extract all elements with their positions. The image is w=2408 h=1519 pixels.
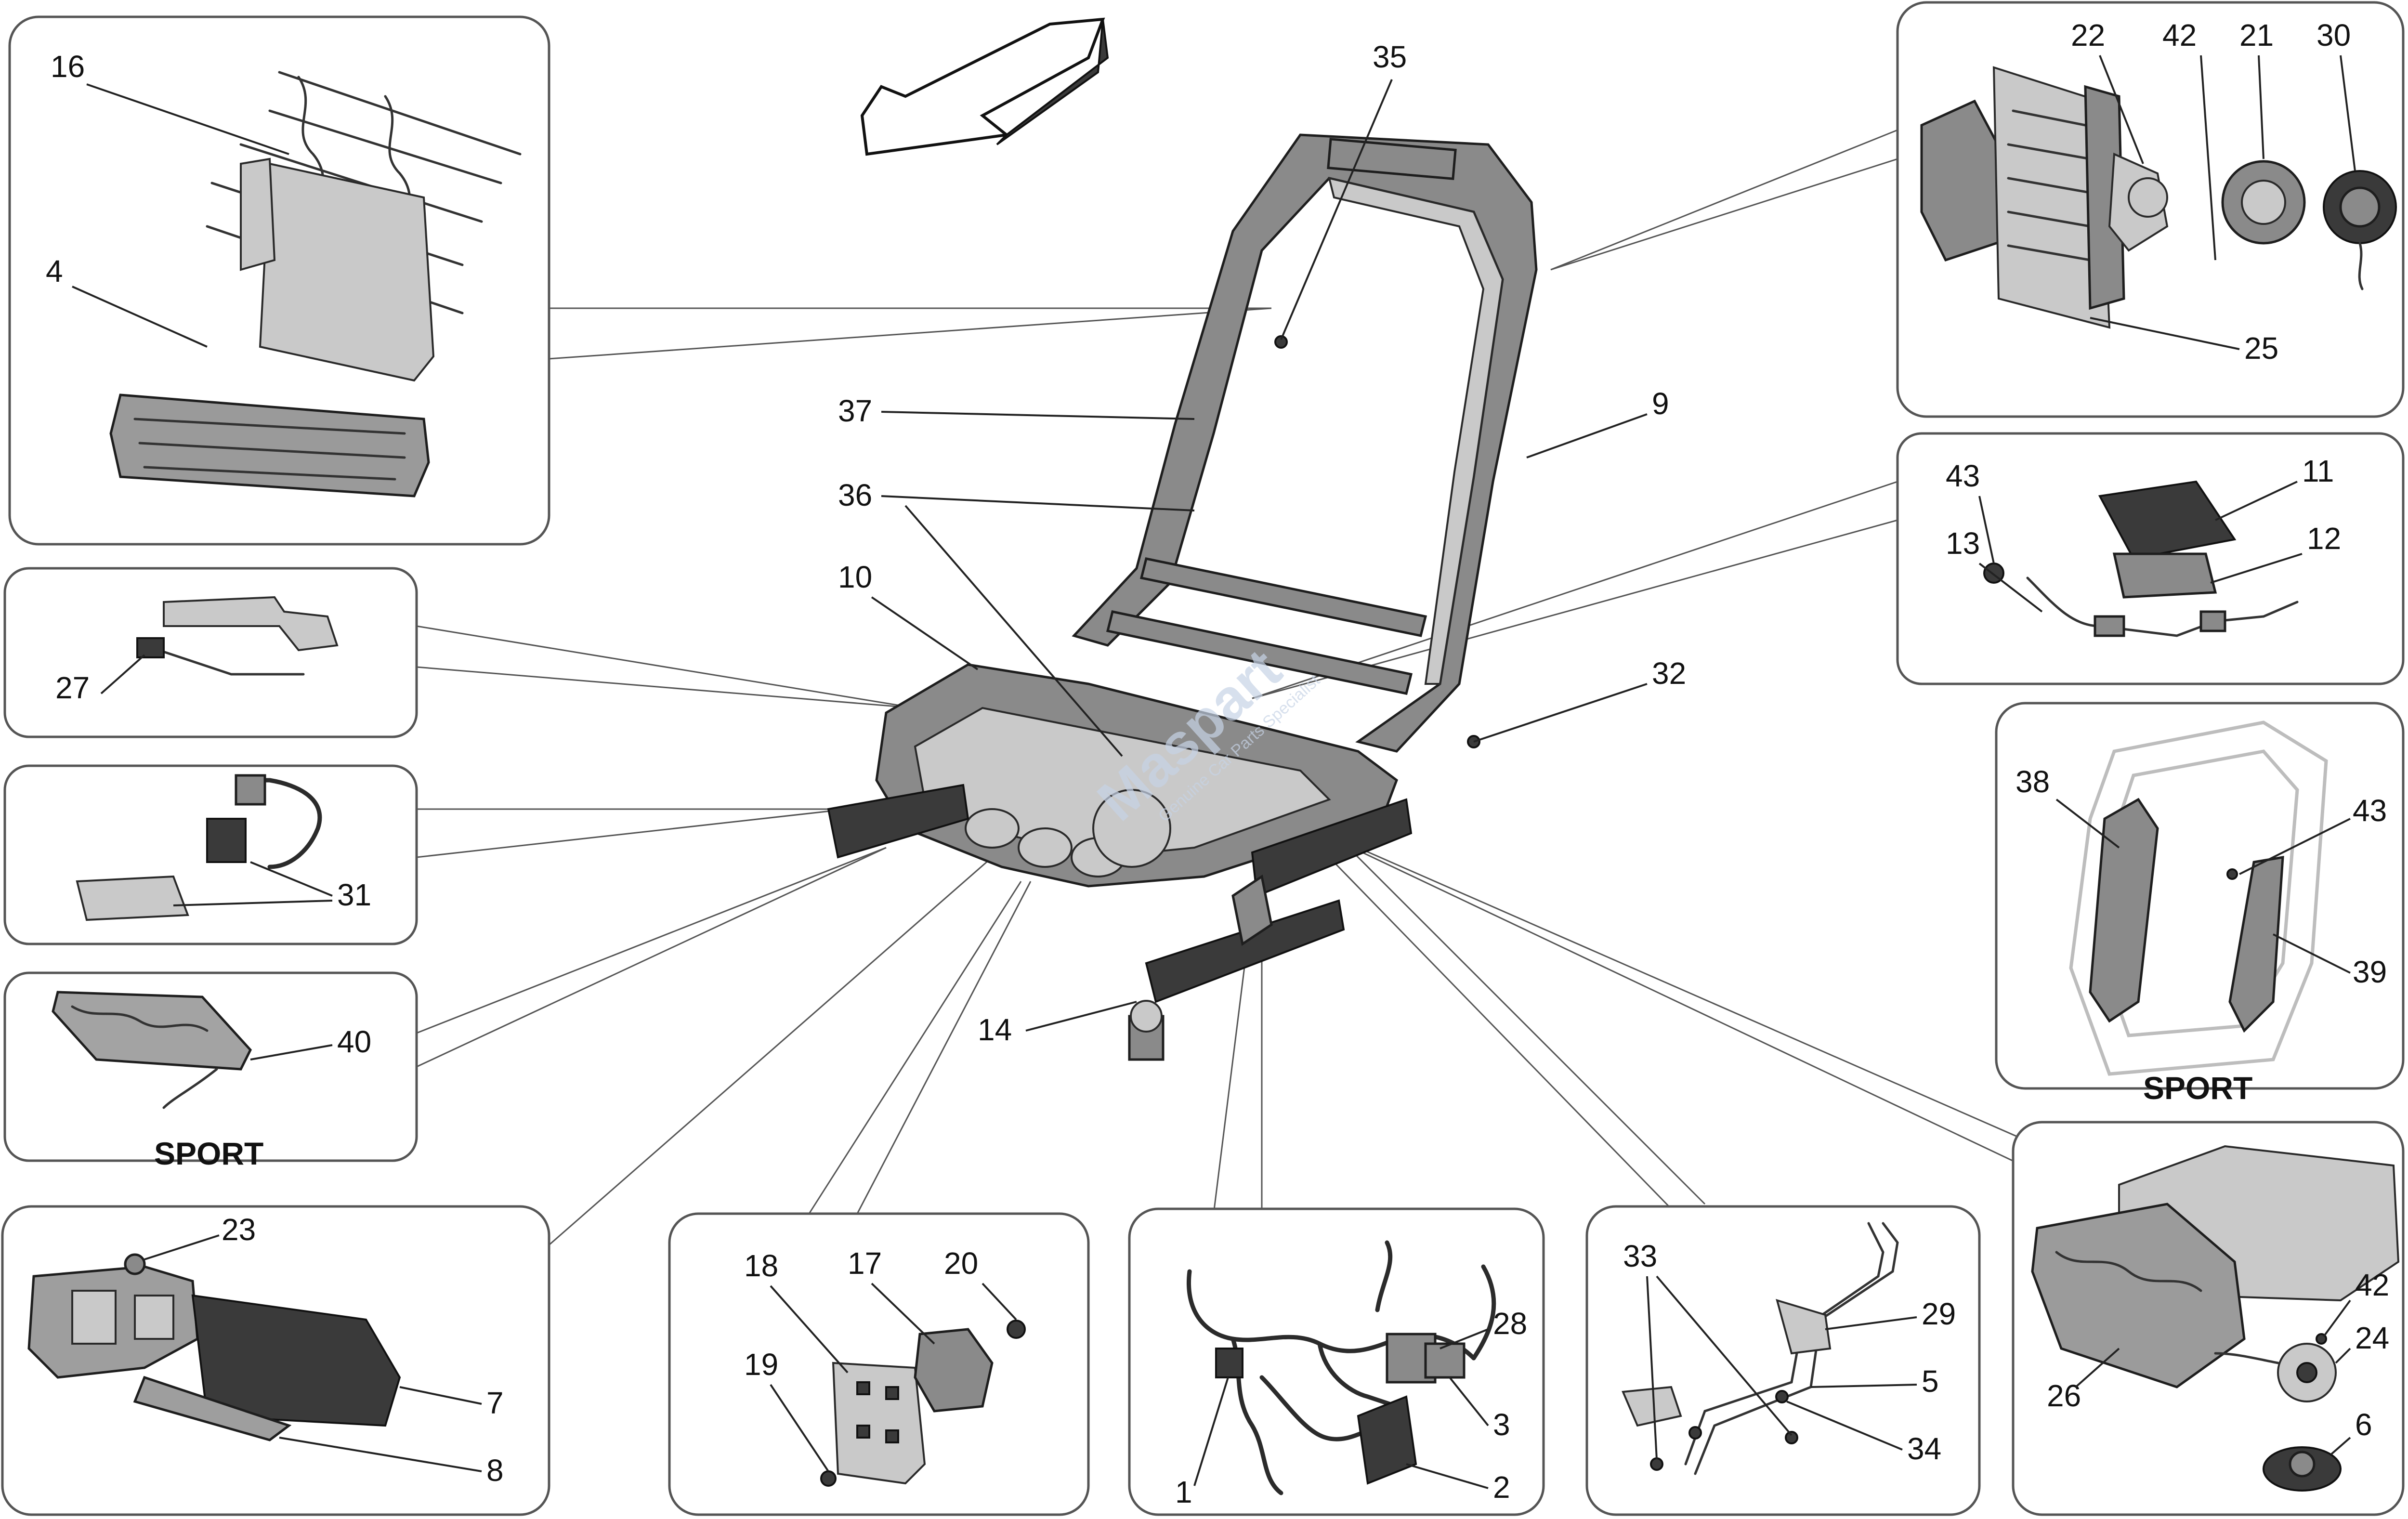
label-31: 31 — [337, 877, 371, 912]
label-12: 12 — [2307, 521, 2341, 556]
label-18: 18 — [744, 1248, 778, 1283]
label-26: 26 — [2047, 1378, 2081, 1413]
label-2: 2 — [1493, 1470, 1510, 1505]
label-8: 8 — [486, 1453, 504, 1488]
panel-seat-heater-fan: 42 24 26 6 — [2012, 1121, 2405, 1516]
label-38: 38 — [2015, 764, 2050, 799]
label-23: 23 — [222, 1212, 256, 1247]
label-42-bottom: 42 — [2355, 1268, 2389, 1302]
direction-arrow — [860, 17, 1105, 156]
label-7: 7 — [486, 1386, 504, 1420]
label-25: 25 — [2244, 331, 2278, 366]
label-6: 6 — [2355, 1407, 2372, 1442]
sport-tag-right: SPORT — [2143, 1070, 2252, 1106]
label-40: 40 — [337, 1024, 371, 1059]
seat-frame — [827, 133, 1538, 1061]
label-27: 27 — [55, 670, 90, 705]
panel-sport-seat-heater: 40 SPORT — [3, 971, 418, 1171]
label-16: 16 — [51, 49, 85, 84]
panel-seat-motor: 23 7 8 — [1, 1205, 550, 1516]
label-19: 19 — [744, 1347, 778, 1382]
label-32: 32 — [1652, 656, 1686, 691]
label-24: 24 — [2355, 1321, 2389, 1355]
label-13: 13 — [1946, 526, 1980, 561]
label-10: 10 — [838, 560, 872, 594]
label-34: 34 — [1907, 1431, 1941, 1466]
panel-occupancy-sensor: 27 — [3, 567, 418, 738]
label-20: 20 — [944, 1246, 978, 1281]
panel-lumbar-switch: 43 11 13 12 — [1896, 432, 2405, 685]
panel-backrest-heater: 22 42 21 30 25 — [1896, 1, 2405, 418]
label-36: 36 — [838, 478, 872, 512]
label-37: 37 — [838, 393, 872, 428]
label-43-top: 43 — [1946, 458, 1980, 493]
panel-backrest-mat: 16 4 — [8, 15, 550, 546]
label-42-top: 42 — [2162, 18, 2197, 52]
label-21: 21 — [2239, 18, 2274, 52]
label-43-right: 43 — [2353, 793, 2387, 828]
panel-control-unit: 18 17 20 19 — [668, 1212, 1090, 1516]
panel-wiring-harness: 28 3 1 2 — [1128, 1207, 1545, 1516]
label-30: 30 — [2316, 18, 2351, 52]
direction-arrow-shadow — [996, 19, 1109, 145]
panel-sport-side-bolsters: 38 43 39 SPORT — [1995, 702, 2405, 1106]
label-14: 14 — [978, 1012, 1012, 1047]
panel-cable-assembly: 33 29 5 34 — [1585, 1205, 1981, 1516]
label-11: 11 — [2302, 454, 2334, 488]
label-1: 1 — [1175, 1475, 1192, 1509]
label-35: 35 — [1373, 39, 1407, 74]
callout-lines — [416, 129, 2062, 1246]
label-28: 28 — [1493, 1306, 1527, 1341]
label-39: 39 — [2353, 955, 2387, 989]
label-17: 17 — [848, 1246, 882, 1281]
label-22: 22 — [2071, 18, 2105, 52]
sport-tag-left: SPORT — [154, 1136, 263, 1171]
label-5: 5 — [1922, 1364, 1939, 1399]
label-9: 9 — [1652, 386, 1669, 421]
label-3: 3 — [1493, 1407, 1510, 1442]
label-33: 33 — [1623, 1239, 1657, 1273]
label-4: 4 — [46, 254, 63, 288]
label-29: 29 — [1922, 1296, 1956, 1331]
panel-weight-sensor: 31 — [3, 764, 418, 945]
